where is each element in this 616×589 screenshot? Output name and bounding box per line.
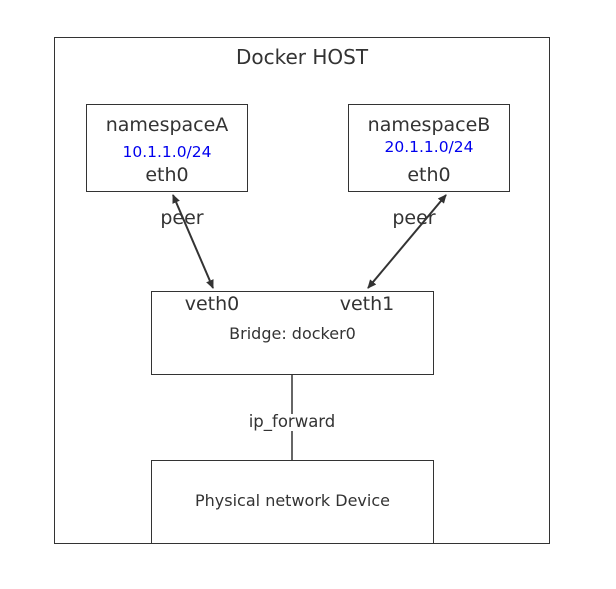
- physical-device-name: Physical network Device: [195, 491, 390, 510]
- namespace-a-interface: eth0: [145, 164, 189, 186]
- namespace-a-subnet: 10.1.1.0/24: [122, 143, 212, 161]
- namespace-b-interface: eth0: [407, 164, 451, 186]
- peer-link-b: [367, 194, 447, 289]
- bridge-name: Bridge: docker0: [229, 324, 356, 343]
- namespace-a-box: [86, 104, 248, 192]
- bridge-port-veth0: veth0: [184, 293, 240, 315]
- peer-label-a: peer: [160, 207, 204, 229]
- peer-link-a: [172, 194, 214, 289]
- docker-host-title: Docker HOST: [235, 45, 369, 69]
- namespace-a-name: namespaceA: [105, 114, 229, 136]
- peer-label-b: peer: [392, 207, 436, 229]
- namespace-b-name: namespaceB: [367, 114, 491, 136]
- ip-forward-label: ip_forward: [222, 413, 362, 431]
- physical-device-box: [151, 460, 434, 544]
- bridge-port-veth1: veth1: [339, 293, 395, 315]
- namespace-b-subnet: 20.1.1.0/24: [384, 138, 474, 156]
- namespace-b-box: [348, 104, 510, 192]
- bridge-box: [151, 291, 434, 375]
